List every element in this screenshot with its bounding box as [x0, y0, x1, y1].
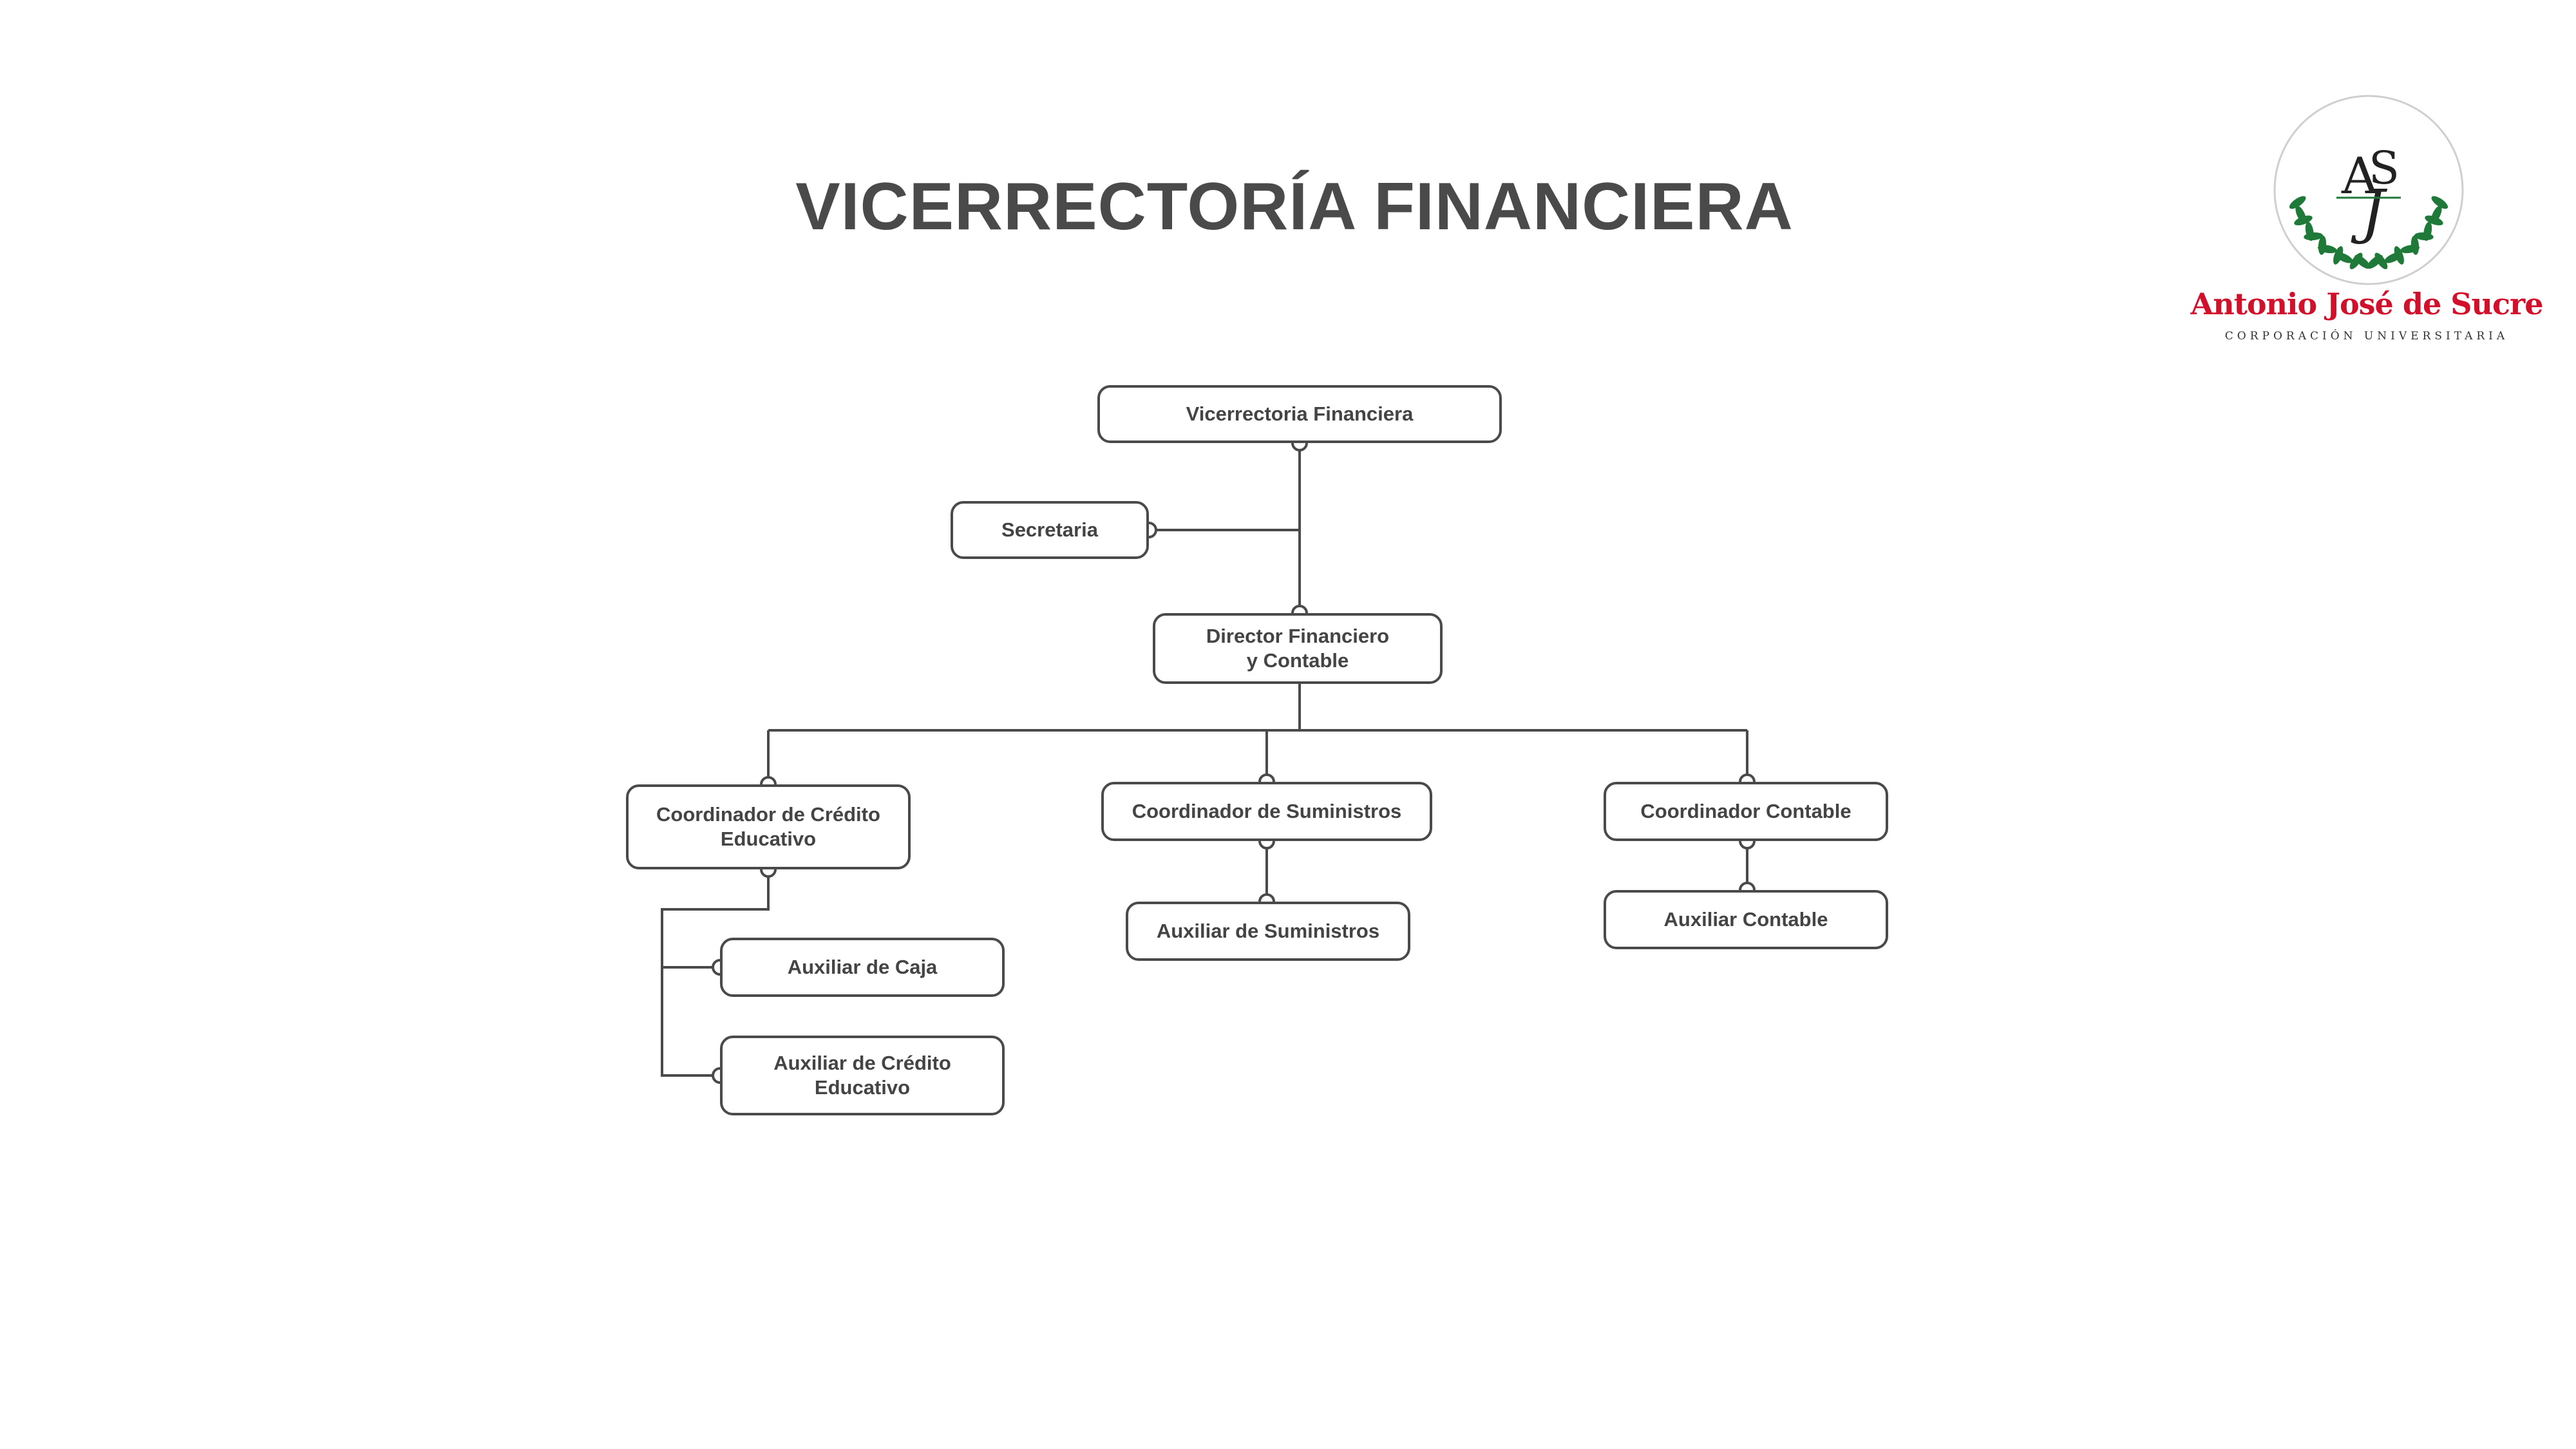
node-vicerrectoria-financiera: Vicerrectoria Financiera [1097, 385, 1502, 443]
node-auxiliar-credito: Auxiliar de Crédito Educativo [720, 1036, 1005, 1115]
university-logo: A S J Antonio José de Sucre CORPORACIÓN … [2186, 90, 2547, 348]
connector-aux-credito [661, 869, 770, 1077]
page-title: VICERRECTORÍA FINANCIERA [795, 169, 1794, 244]
node-coordinador-credito: Coordinador de Crédito Educativo [626, 784, 911, 869]
node-auxiliar-contable: Auxiliar Contable [1604, 890, 1888, 949]
node-director-financiero: Director Financiero y Contable [1153, 613, 1443, 684]
node-secretaria: Secretaria [951, 501, 1149, 559]
logo-name: Antonio José de Sucre [2190, 287, 2544, 321]
laurel-wreath-icon [2289, 196, 2448, 270]
monogram-s: S [2369, 142, 2400, 194]
logo-subtitle: CORPORACIÓN UNIVERSITARIA [2224, 330, 2509, 343]
monogram-a: A [2341, 147, 2379, 205]
node-coordinador-suministros: Coordinador de Suministros [1101, 782, 1432, 841]
laurel-seal-icon: A S J [2273, 95, 2464, 285]
node-coordinador-contable: Coordinador Contable [1604, 782, 1888, 841]
node-auxiliar-suministros: Auxiliar de Suministros [1126, 902, 1410, 961]
node-auxiliar-caja: Auxiliar de Caja [720, 938, 1005, 997]
